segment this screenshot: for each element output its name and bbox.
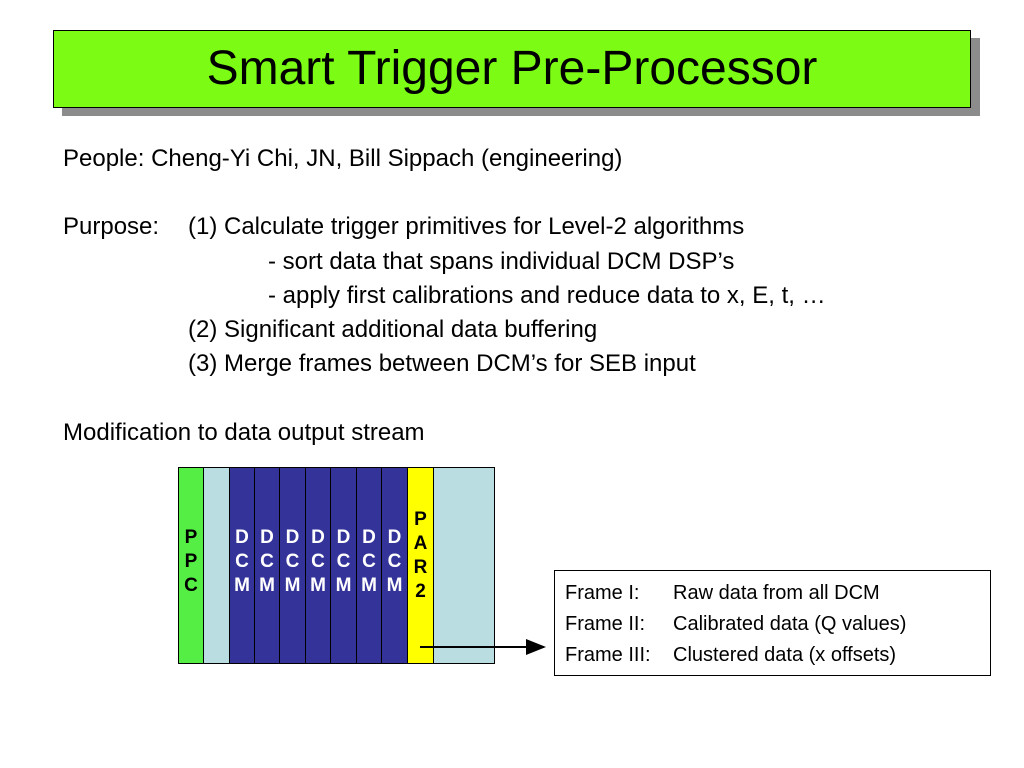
dcm-letter: C [336, 551, 351, 572]
blank-slot-wide [433, 467, 495, 664]
frame-desc: Raw data from all DCM [673, 582, 880, 604]
dcm-letter: C [260, 551, 274, 572]
slide-title: Smart Trigger Pre-Processor [206, 42, 818, 95]
frame-description-box: Frame I: Raw data from all DCM Frame II: C… [554, 570, 991, 676]
dcm-letter: M [386, 575, 403, 596]
frame-desc: Clustered data (x offsets) [673, 644, 897, 666]
purpose-item-3: (3) Merge frames between DCM’s for SEB i… [188, 350, 696, 377]
purpose-label: Purpose: [63, 213, 160, 240]
purpose-item-1: (1) Calculate trigger primitives for Lev… [188, 213, 745, 240]
dcm-letter: D [235, 527, 249, 548]
ppc-letter: P [184, 551, 198, 572]
dcm-letter: D [336, 527, 351, 548]
frame-desc: Calibrated data (Q values) [673, 613, 907, 635]
dcm-letter: M [234, 575, 250, 596]
dcm-letter: D [362, 527, 376, 548]
dcm-letter: M [335, 575, 352, 596]
dcm-slot: D C M [305, 467, 331, 664]
par2-letter: R [413, 557, 428, 578]
dcm-label: D C M [280, 526, 305, 598]
par2-label: P A R 2 [408, 508, 433, 604]
dcm-letter: C [285, 551, 300, 572]
par2-letter: A [413, 533, 428, 554]
blank-slot [203, 467, 230, 664]
par2-letter: P [414, 509, 427, 530]
dcm-letter: C [311, 551, 325, 572]
dcm-letter: D [260, 527, 274, 548]
par2-letter: 2 [415, 581, 426, 602]
ppc-letter: P [184, 527, 198, 548]
modification-line: Modification to data output stream [63, 419, 425, 446]
dcm-slot: D C M [381, 467, 408, 664]
purpose-item-2: (2) Significant additional data bufferin… [188, 316, 598, 343]
dcm-letter: C [362, 551, 376, 572]
ppc-label: P P C [179, 526, 203, 598]
dcm-label: D C M [382, 526, 407, 598]
frame-row: Frame III: Clustered data (x offsets) [565, 645, 896, 665]
par2-slot: P A R 2 [407, 467, 434, 664]
dcm-letter: M [259, 575, 275, 596]
dcm-letter: D [311, 527, 325, 548]
dcm-letter: D [387, 527, 402, 548]
dcm-letter: D [285, 527, 300, 548]
dcm-letter: M [310, 575, 326, 596]
dcm-label: D C M [306, 526, 330, 598]
dcm-slot: D C M [254, 467, 280, 664]
dcm-letter: M [284, 575, 301, 596]
title-box: Smart Trigger Pre-Processor [53, 30, 971, 108]
dcm-label: D C M [255, 526, 279, 598]
dcm-label: D C M [357, 526, 381, 598]
frame-row: Frame I: Raw data from all DCM [565, 583, 880, 603]
frame-label: Frame II: [565, 613, 646, 635]
purpose-sub-2: - apply first calibrations and reduce da… [268, 282, 826, 309]
purpose-sub-1: - sort data that spans individual DCM DS… [268, 248, 735, 275]
dcm-letter: C [235, 551, 249, 572]
people-line: People: Cheng-Yi Chi, JN, Bill Sippach (… [63, 145, 623, 172]
dcm-letter: M [361, 575, 377, 596]
dcm-slot: D C M [229, 467, 255, 664]
frame-label: Frame I: [565, 582, 640, 604]
ppc-letter: C [184, 575, 198, 596]
dcm-letter: C [387, 551, 402, 572]
frame-label: Frame III: [565, 644, 651, 666]
dcm-label: D C M [230, 526, 254, 598]
frame-row: Frame II: Calibrated data (Q values) [565, 614, 906, 634]
dcm-label: D C M [331, 526, 356, 598]
